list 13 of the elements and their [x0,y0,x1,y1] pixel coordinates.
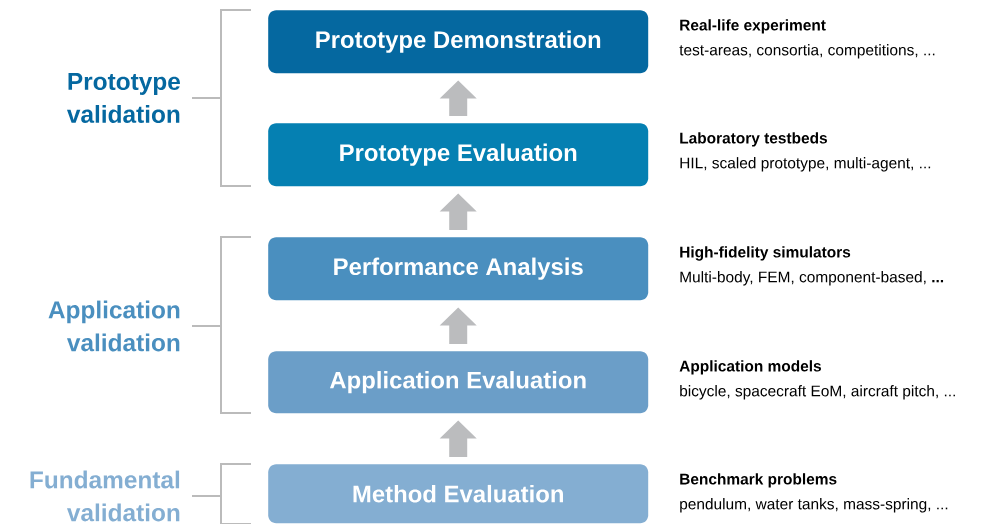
description-text: Real-life experiment test-areas, consortia, competitions, ... [679,19,935,59]
process-box: Performance Analysis [268,237,649,301]
description-text: High-fidelity simulators Multi-body, FEM, component-based, ... [680,246,944,286]
description-text: Laboratory testbeds HIL, scaled prototype, multi-agent, ... [680,132,931,172]
group-label: Prototype validation [67,73,180,123]
description-text: Application models bicycle, spacecraft EoM, aircraft pitch, ... [679,360,955,400]
description-text: Benchmark problems pendulum, water tanks, mass-spring, ... [680,473,948,513]
process-box: Application Evaluation [268,351,649,414]
group-label: Application validation [48,300,180,352]
process-box: Method Evaluation [268,464,649,524]
group-label: Fundamental validation [30,470,180,522]
process-box: Prototype Demonstration [268,10,649,74]
process-box: Prototype Evaluation [268,123,649,187]
